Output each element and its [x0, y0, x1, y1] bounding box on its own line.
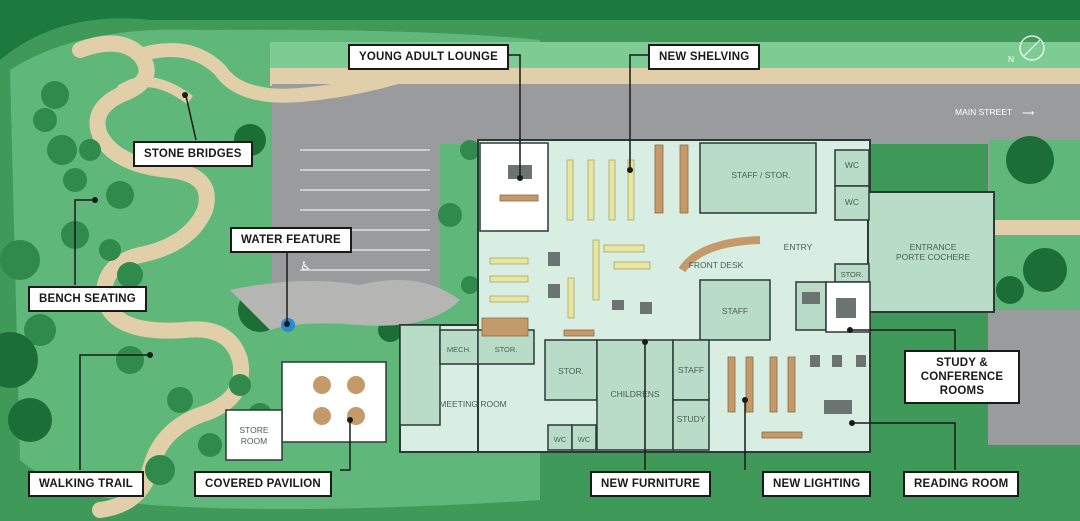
porte-cochere — [867, 191, 995, 313]
storage-label-east: STOR. — [841, 270, 864, 279]
front-desk-counter — [678, 236, 761, 273]
entrance-label-1: ENTRANCE — [910, 242, 957, 252]
callout-study-line-1: STUDY & — [936, 357, 988, 369]
staff-label-2: STAFF — [678, 365, 704, 375]
north-sidewalk — [270, 68, 1080, 86]
wood-shelving — [481, 144, 803, 439]
callout-water-feature: WATER FEATURE — [230, 227, 352, 253]
compass-north-label: N — [1008, 54, 1014, 64]
callout-study-line-2: CONFERENCE — [920, 371, 1004, 383]
callout-covered-pavilion: COVERED PAVILION — [194, 471, 332, 497]
store-room — [225, 409, 283, 461]
callout-new-lighting: NEW LIGHTING — [762, 471, 872, 497]
meeting-room-label: MEETING ROOM — [439, 399, 507, 409]
east-walkway — [995, 220, 1080, 235]
wc-label-4: WC — [578, 435, 591, 444]
accessible-parking-icon: ♿ — [300, 259, 311, 273]
wc-label-1: WC — [845, 160, 859, 170]
main-street-arrow: ⟶ — [1022, 108, 1035, 118]
store-room-label-2: ROOM — [241, 436, 267, 446]
callout-study-line-3: ROOMS — [939, 385, 985, 397]
callout-bench-seating: BENCH SEATING — [28, 286, 147, 312]
compass-icon — [1019, 35, 1045, 61]
callout-walking-trail: WALKING TRAIL — [28, 471, 144, 497]
study-label: STUDY — [677, 414, 706, 424]
wc-label-2: WC — [845, 197, 859, 207]
interior-rooms — [399, 142, 870, 451]
new-shelving-units — [489, 159, 651, 319]
wc-label-3: WC — [554, 435, 567, 444]
trail-branch-north — [137, 43, 423, 103]
tree-cluster — [0, 81, 480, 485]
young-adult-lounge-room — [479, 142, 549, 232]
callout-young-adult-lounge: YOUNG ADULT LOUNGE — [348, 44, 510, 70]
covered-pavilion — [281, 361, 387, 443]
main-street-label: MAIN STREET — [955, 107, 1012, 117]
callout-new-furniture: NEW FURNITURE — [590, 471, 712, 497]
storage-label-center: STOR. — [558, 366, 584, 376]
callout-new-shelving: NEW SHELVING — [648, 44, 761, 70]
callout-dots — [92, 92, 855, 426]
entrance-label-2: PORTE COCHERE — [896, 252, 970, 262]
callout-stone-bridges: STONE BRIDGES — [133, 141, 253, 167]
callout-study-conference-rooms: STUDY & CONFERENCE ROOMS — [904, 350, 1020, 404]
staff-storage-label: STAFF / STOR. — [731, 170, 790, 180]
mech-label: MECH. — [447, 345, 471, 354]
walking-trail-path — [72, 35, 250, 518]
front-desk-label: FRONT DESK — [689, 260, 744, 270]
compass-needle — [1023, 39, 1041, 57]
main-street — [272, 84, 1080, 144]
study-seating — [508, 165, 866, 414]
staff-label: STAFF — [722, 306, 748, 316]
childrens-label: CHILDRENS — [610, 389, 659, 399]
store-room-label-1: STORE — [239, 425, 268, 435]
entry-label: ENTRY — [784, 242, 813, 252]
storage-label-west: STOR. — [495, 345, 518, 354]
callout-reading-room: READING ROOM — [903, 471, 1020, 497]
